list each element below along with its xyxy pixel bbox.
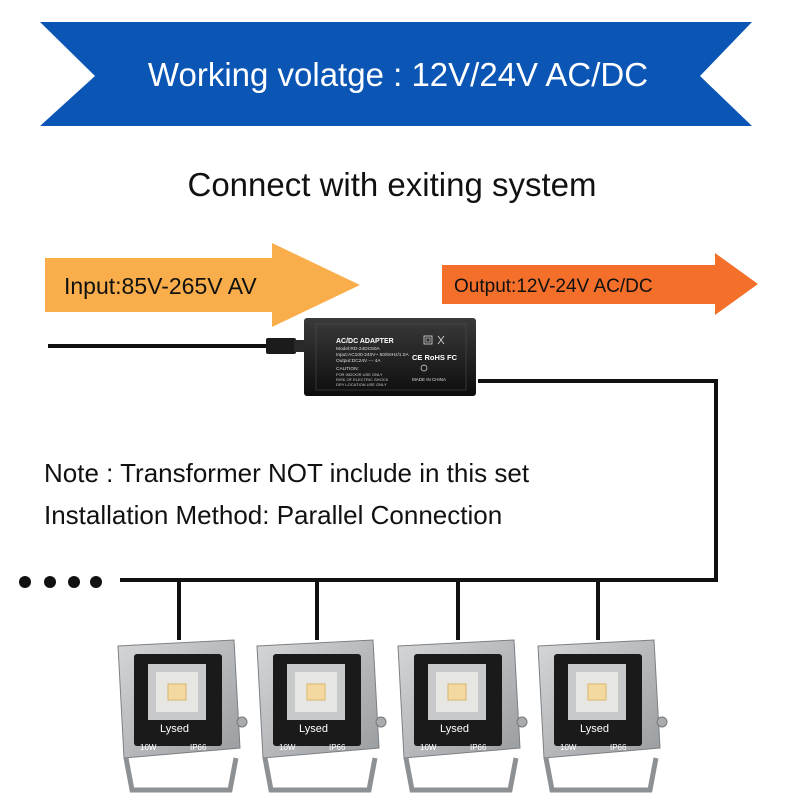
adapter-label-output: Output:DC24V --- 4A [336, 358, 381, 364]
light-rating: IP66 [470, 743, 487, 752]
light-brand: Lysed [299, 723, 328, 735]
mount-bracket [403, 757, 519, 793]
adapter-label-caution: CAUTION: [336, 366, 359, 372]
light-power: 10W [560, 743, 577, 752]
input-arrow: Input:85V-265V AV [45, 243, 360, 327]
light-rating: IP66 [610, 743, 627, 752]
adapter-polarity-icon [420, 364, 428, 372]
ac-dc-adapter: AC/DC ADAPTER Model:RD-24DC60A Input:AC1… [304, 318, 476, 396]
light-rating: IP66 [329, 743, 346, 752]
mount-bracket [543, 757, 659, 793]
note-installation-method: Installation Method: Parallel Connection [44, 500, 502, 530]
output-arrow-shape [442, 253, 758, 315]
note-transformer: Note : Transformer NOT include in this s… [44, 458, 530, 488]
banner-title: Working volatge : 12V/24V AC/DC [148, 56, 648, 93]
adapter-label-caution-3: DRY LOCATION USE ONLY [336, 382, 387, 387]
adapter-plug [266, 338, 306, 354]
light-brand: Lysed [160, 723, 189, 735]
adapter-made-in: MADE IN CHINA [412, 377, 446, 382]
output-arrow: Output:12V-24V AC/DC [442, 253, 758, 315]
light-rating: IP66 [190, 743, 207, 752]
output-arrow-label: Output:12V-24V AC/DC [454, 276, 653, 297]
title-banner: Working volatge : 12V/24V AC/DC [40, 22, 752, 126]
light-power: 10W [420, 743, 437, 752]
led-chip [447, 683, 467, 701]
led-chip [306, 683, 326, 701]
adapter-label-caution-1: FOR INDOOR USE ONLY [336, 372, 383, 377]
light-power: 10W [279, 743, 296, 752]
mount-knob [236, 716, 248, 728]
light-brand: Lysed [440, 723, 469, 735]
led-chip [167, 683, 187, 701]
adapter-certification-marks: CE RoHS FC [412, 353, 458, 362]
adapter-label-model: Model:RD-24DC60A [336, 346, 381, 352]
mount-bracket [262, 757, 378, 793]
mount-bracket [123, 757, 239, 793]
adapter-label-caution-2: RISK OF ELECTRIC SHOCK [336, 377, 389, 382]
mount-knob [375, 716, 387, 728]
continuation-dots [19, 576, 102, 588]
input-arrow-label: Input:85V-265V AV [64, 273, 257, 299]
light-brand: Lysed [580, 723, 609, 735]
banner-shape [40, 22, 752, 126]
adapter-label-input: Input:AC100-240V~ 50/60Hz/1.0A [336, 352, 409, 358]
wiring [48, 344, 718, 640]
diagram-subtitle: Connect with exiting system [187, 166, 596, 203]
output-cable [120, 379, 718, 582]
mount-knob [656, 716, 668, 728]
led-chip [587, 683, 607, 701]
mount-knob [516, 716, 528, 728]
adapter-safety-icons [423, 335, 445, 345]
light-power: 10W [140, 743, 157, 752]
adapter-label-title: AC/DC ADAPTER [336, 338, 394, 345]
input-arrow-shape [45, 243, 360, 327]
